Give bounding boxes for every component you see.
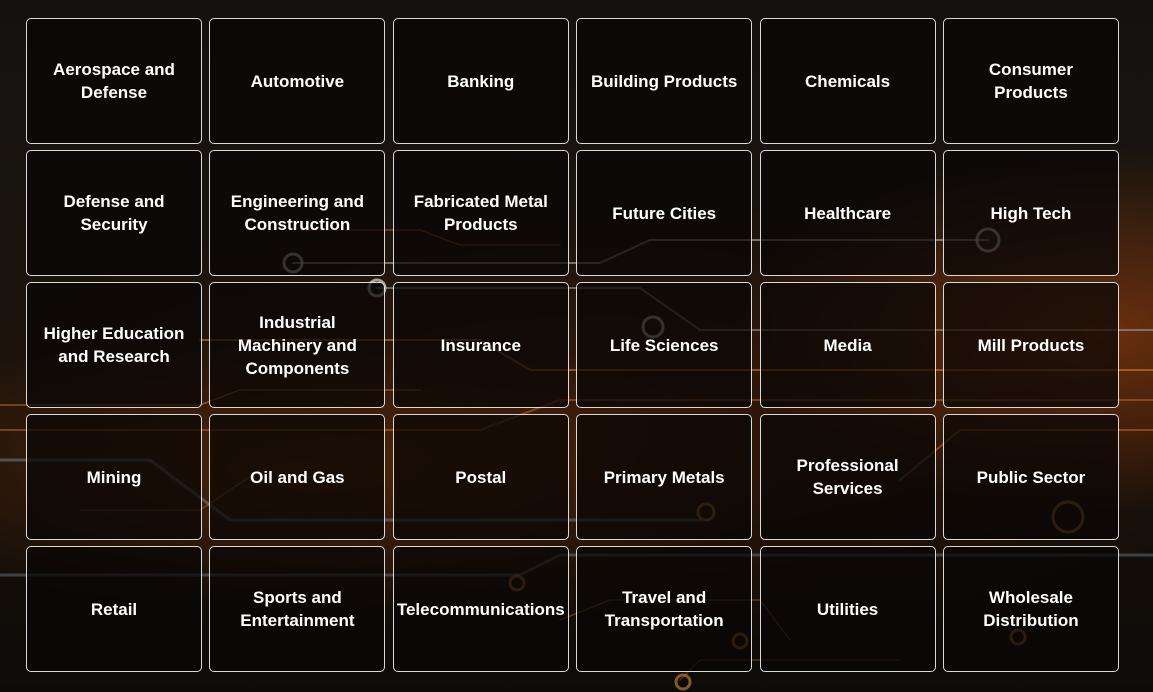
industry-label: Aerospace and Defense (53, 60, 175, 102)
industry-tile-primary-metals[interactable]: Primary Metals (576, 414, 753, 540)
industry-label: Mill Products (977, 335, 1085, 355)
industry-tile-banking[interactable]: Banking (392, 18, 569, 144)
industry-tile-media[interactable]: Media (759, 282, 936, 408)
industry-label: Wholesale Distribution (983, 588, 1079, 630)
industry-label: Travel and Transportation (604, 588, 724, 630)
industry-tile-automotive[interactable]: Automotive (209, 18, 386, 144)
industry-label: Consumer Products (988, 60, 1073, 102)
industry-tile-future-cities[interactable]: Future Cities (576, 150, 753, 276)
industry-tile-oil-and-gas[interactable]: Oil and Gas (209, 414, 386, 540)
industry-tile-telecommunications[interactable]: Telecommunications (392, 546, 569, 672)
industry-tile-fabricated-metal-products[interactable]: Fabricated Metal Products (392, 150, 569, 276)
industry-tile-engineering-and-construction[interactable]: Engineering and Construction (209, 150, 386, 276)
industry-label: Engineering and Construction (230, 192, 364, 234)
industry-label: High Tech (990, 203, 1072, 223)
industry-tile-chemicals[interactable]: Chemicals (759, 18, 936, 144)
industry-label: Retail (90, 599, 138, 619)
industry-label: Defense and Security (63, 192, 165, 234)
industry-label: Automotive (250, 71, 345, 91)
industry-label: Healthcare (804, 203, 892, 223)
industry-tile-aerospace-and-defense[interactable]: Aerospace and Defense (26, 18, 202, 144)
industry-tile-professional-services[interactable]: Professional Services (759, 414, 936, 540)
industry-tile-postal[interactable]: Postal (392, 414, 569, 540)
industry-label: Insurance (440, 335, 521, 355)
industry-tile-travel-and-transportation[interactable]: Travel and Transportation (576, 546, 753, 672)
industry-tile-life-sciences[interactable]: Life Sciences (576, 282, 753, 408)
industry-label: Public Sector (976, 467, 1086, 487)
industry-label: Primary Metals (603, 467, 725, 487)
industry-label: Telecommunications (396, 599, 565, 619)
industry-label: Chemicals (805, 71, 891, 91)
industry-tile-mill-products[interactable]: Mill Products (942, 282, 1119, 408)
industry-label: Building Products (590, 71, 738, 91)
industry-tile-building-products[interactable]: Building Products (576, 18, 753, 144)
industry-tile-public-sector[interactable]: Public Sector (942, 414, 1119, 540)
industry-label: Life Sciences (609, 335, 719, 355)
industry-label: Postal (455, 467, 507, 487)
industry-label: Utilities (816, 599, 879, 619)
industry-tile-retail[interactable]: Retail (26, 546, 202, 672)
industry-tile-sports-and-entertainment[interactable]: Sports and Entertainment (209, 546, 386, 672)
industry-label: Banking (447, 71, 515, 91)
industry-tile-insurance[interactable]: Insurance (392, 282, 569, 408)
industry-label: Fabricated Metal Products (413, 192, 548, 234)
industry-label: Higher Education and Research (43, 324, 185, 366)
industry-label: Media (823, 335, 872, 355)
industry-label: Sports and Entertainment (240, 588, 355, 630)
industry-tile-wholesale-distribution[interactable]: Wholesale Distribution (942, 546, 1119, 672)
industry-grid: Aerospace and Defense Automotive Banking… (26, 18, 1119, 672)
industry-tile-higher-education-and-research[interactable]: Higher Education and Research (26, 282, 202, 408)
industry-tile-defense-and-security[interactable]: Defense and Security (26, 150, 202, 276)
industry-label: Mining (86, 467, 142, 487)
industry-tile-healthcare[interactable]: Healthcare (759, 150, 936, 276)
industry-label: Industrial Machinery and Components (237, 312, 357, 378)
industry-label: Oil and Gas (250, 467, 345, 487)
industry-tile-high-tech[interactable]: High Tech (942, 150, 1119, 276)
industry-tile-utilities[interactable]: Utilities (759, 546, 936, 672)
industry-label: Professional Services (796, 456, 899, 498)
industry-tile-industrial-machinery-and-components[interactable]: Industrial Machinery and Components (209, 282, 386, 408)
industry-tile-mining[interactable]: Mining (26, 414, 202, 540)
industry-tile-consumer-products[interactable]: Consumer Products (942, 18, 1119, 144)
industry-label: Future Cities (612, 203, 717, 223)
